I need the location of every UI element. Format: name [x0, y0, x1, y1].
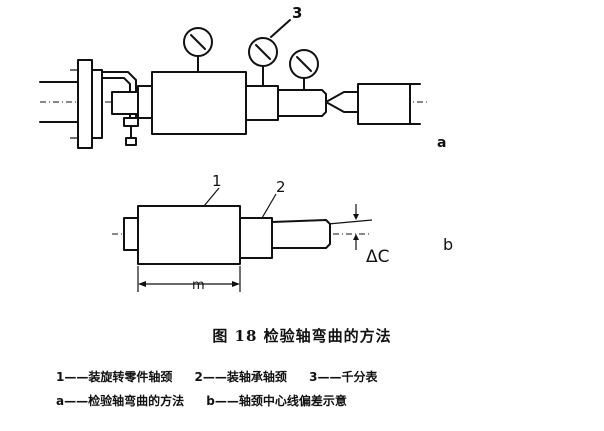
figure-caption: 图 18 检验轴弯曲的方法 — [212, 327, 392, 345]
diagram-a: 3 a — [39, 4, 446, 151]
tailstock-quill — [357, 83, 411, 125]
shaft-bearing-journal — [245, 85, 279, 121]
legend-item-b: b——轴颈中心线偏差示意 — [206, 394, 347, 408]
label-m: m — [192, 278, 205, 293]
shaft-left-stub — [137, 85, 153, 119]
legend-item-1: 1——装旋转零件轴颈 — [56, 370, 173, 384]
lathe-dog — [101, 71, 139, 146]
legend-row-2: a——检验轴弯曲的方法 b——轴颈中心线偏差示意 — [56, 392, 365, 409]
label-delta-c: ΔC — [366, 247, 390, 267]
leader-1 — [203, 187, 220, 207]
shaft-b-left-stub — [123, 217, 139, 251]
label-a: a — [437, 135, 446, 151]
diagram-b: 1 2 m ΔC b — [112, 172, 453, 293]
shaft-main-journal — [151, 71, 247, 135]
chuck — [39, 59, 103, 149]
label-3: 3 — [292, 4, 302, 22]
label-1: 1 — [212, 172, 222, 190]
leader-2 — [261, 193, 277, 219]
shaft-small-end — [277, 89, 327, 117]
shaft-b-bearing-journal — [239, 217, 273, 259]
shaft-b-small-end — [271, 219, 331, 249]
legend-item-3: 3——千分表 — [309, 370, 378, 384]
label-b: b — [443, 235, 453, 254]
legend-row-1: 1——装旋转零件轴颈 2——装轴承轴颈 3——千分表 — [56, 368, 395, 385]
tailstock-center — [325, 91, 359, 113]
dial-gauge-3 — [289, 49, 319, 91]
dial-gauge-2 — [248, 19, 291, 87]
label-2: 2 — [276, 178, 286, 196]
shaft-b-main-journal — [137, 205, 241, 265]
legend-item-a: a——检验轴弯曲的方法 — [56, 394, 185, 408]
dial-gauge-1 — [183, 27, 213, 73]
legend-item-2: 2——装轴承轴颈 — [194, 370, 287, 384]
